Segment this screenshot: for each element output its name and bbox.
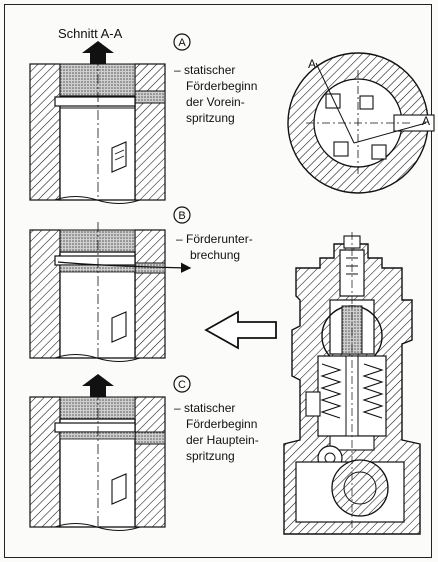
marker-a: A	[178, 37, 186, 49]
control-slot-a	[111, 141, 127, 173]
pump-cross-section	[283, 232, 421, 535]
figure-frame	[4, 4, 432, 558]
marker-c: C	[178, 379, 186, 391]
state-a-labels: A – statischer Förderbeginn der Vorein- …	[173, 33, 257, 125]
fuel-space-a	[59, 63, 136, 97]
fuel-space-c	[59, 396, 136, 420]
state-b-line1: – Förderunter-	[176, 232, 253, 246]
state-c-line1: – statischer	[174, 401, 235, 415]
control-slot-b	[111, 311, 127, 343]
section-marker-left: A	[308, 57, 316, 71]
marker-b: B	[178, 210, 185, 222]
state-c-line4: spritzung	[186, 449, 235, 463]
spring-left	[320, 363, 342, 419]
barrel-right-wall-c	[134, 396, 166, 528]
upward-arrow-a	[82, 41, 114, 64]
helix-groove-c	[54, 422, 136, 433]
state-b-line2: brechung	[190, 248, 240, 262]
hollow-arrow-icon	[204, 310, 277, 350]
state-a-line2: Förderbeginn	[186, 79, 257, 93]
barrel-left-wall-b	[29, 229, 61, 359]
section-view	[287, 52, 435, 194]
state-a-line4: spritzung	[186, 111, 235, 125]
panel-a	[29, 41, 166, 204]
cut-line-a	[315, 62, 355, 144]
helix-groove-b	[54, 255, 136, 266]
panel-c	[29, 374, 166, 531]
fill-port-a	[134, 90, 166, 104]
fuel-space-b	[59, 229, 136, 253]
state-c-line2: Förderbeginn	[186, 417, 257, 431]
state-c-line3: der Hauptein-	[186, 433, 259, 447]
panel-b	[29, 222, 192, 362]
control-slot-c	[111, 473, 127, 505]
state-b-labels: B – Förderunter- brechung	[173, 206, 253, 262]
delivery-valve	[339, 249, 365, 297]
marker-c-circle	[173, 375, 191, 393]
marker-a-circle	[173, 33, 191, 51]
fill-port-c	[134, 431, 166, 445]
spill-arrow-b	[57, 261, 192, 273]
barrel-left-wall-c	[29, 396, 61, 528]
state-a-line3: der Vorein-	[186, 95, 245, 109]
upward-arrow-c	[82, 374, 114, 397]
barrel-right-wall-a	[134, 63, 166, 201]
barrel-right-wall-b	[134, 229, 166, 359]
state-c-labels: C – statischer Förderbeginn der Hauptein…	[173, 375, 259, 463]
section-marker-right: A	[422, 114, 430, 128]
helix-groove-a	[54, 96, 136, 107]
spring-right	[362, 363, 384, 419]
section-title: Schnitt A-A	[58, 26, 123, 41]
cut-line-b	[353, 122, 427, 144]
marker-b-circle	[173, 206, 191, 224]
state-a-line1: – statischer	[174, 63, 235, 77]
barrel-left-wall-a	[29, 63, 61, 201]
spill-port-b	[134, 262, 166, 274]
